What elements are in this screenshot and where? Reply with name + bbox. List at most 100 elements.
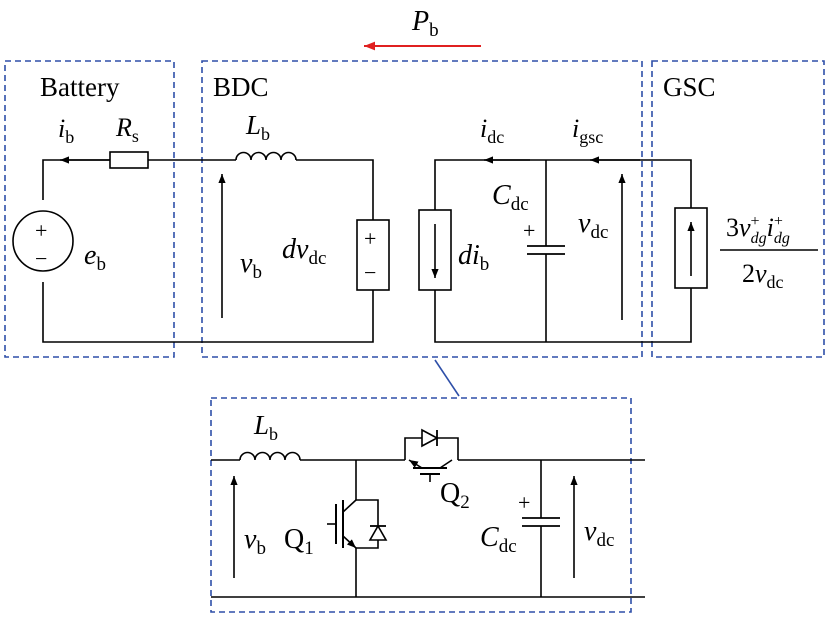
gsc-den-sub: dc (767, 272, 784, 292)
gsc-num-i-sub: dg (774, 230, 790, 247)
svg-text:Rs: Rs (115, 113, 139, 146)
battery-current-symbol: i (58, 114, 65, 143)
q1-diode-bypass (356, 499, 379, 549)
svg-text:ib: ib (58, 114, 74, 147)
svg-text:Pb: Pb (411, 6, 439, 41)
wire-lb-to-source (296, 159, 374, 220)
detail-inductor-symbol: L (253, 410, 269, 440)
battery-current-subscript: b (65, 127, 74, 147)
battery-source-plus: + (35, 218, 47, 243)
detail-converter (211, 437, 645, 598)
switch-q2 (408, 428, 453, 482)
svg-text:Q2: Q2 (440, 478, 470, 513)
gsc-power-expression: 3v+dgi+dg 2vdc (720, 213, 818, 292)
inductor-lb-symbol: L (245, 110, 261, 140)
svg-text:idc: idc (480, 114, 504, 147)
battery-source-minus: − (35, 246, 47, 271)
bdc-section-label: BDC (213, 72, 269, 102)
gsc-num-i-sup: + (774, 213, 783, 230)
battery-voltage-source (12, 210, 74, 272)
svg-text:Lb: Lb (245, 110, 270, 144)
gsc-den-coef: 2 (742, 259, 755, 288)
svg-text:vb: vb (240, 248, 262, 283)
igsc-subscript: gsc (579, 127, 603, 147)
inductor-lb (235, 151, 297, 161)
vdc-symbol: v (578, 208, 591, 239)
svg-text:vdc: vdc (584, 516, 614, 551)
controlled-source-subscript: dc (308, 248, 326, 269)
switch-q1 (327, 499, 388, 549)
controlled-voltage-source (356, 219, 390, 291)
detail-vdc-symbol: v (584, 516, 597, 547)
detail-vdc-subscript: dc (596, 530, 614, 551)
dc-link-loop (434, 156, 692, 343)
battery-section-label: Battery (40, 72, 120, 102)
capacitor-cdc-plus: + (523, 218, 535, 243)
power-flow-subscript: b (429, 20, 439, 41)
q2-diode-triangle (421, 428, 439, 448)
svg-text:Cdc: Cdc (480, 522, 517, 557)
svg-text:igsc: igsc (572, 114, 603, 147)
svg-text:3v+dgi+dg: 3v+dgi+dg (726, 213, 790, 247)
battery-section-box (4, 60, 175, 358)
detail-capacitor-plus: + (518, 490, 530, 515)
resistor-rs-subscript: s (132, 126, 139, 146)
gsc-num-v-sub: dg (751, 230, 767, 247)
svg-text:Lb: Lb (253, 410, 278, 444)
q1-subscript: 1 (304, 538, 314, 559)
wire-dclink-bottom (434, 288, 692, 343)
controlled-source-minus: − (364, 260, 376, 285)
idc-symbol: i (480, 114, 487, 143)
wire-battery-bottom (42, 282, 374, 343)
vb-subscript: b (252, 262, 262, 283)
capacitor-cdc-symbol: C (492, 180, 511, 211)
controlled-source-plus: + (364, 226, 376, 251)
q1-label: Q (284, 524, 304, 555)
current-source-prefix: d (458, 240, 473, 271)
q2-emitter-arrow (408, 459, 423, 469)
battery-loop (42, 156, 374, 343)
detail-inductor-subscript: b (269, 424, 278, 444)
detail-connector-line (434, 359, 460, 397)
gsc-num-v: v (739, 213, 751, 242)
controlled-source-symbol: v (296, 234, 309, 265)
detail-section-box (210, 397, 632, 613)
svg-text:eb: eb (84, 240, 106, 275)
detail-vb-subscript: b (256, 538, 266, 559)
q1-diode-triangle (368, 524, 388, 541)
gsc-section-box (651, 60, 825, 358)
gsc-num-i: i (767, 213, 774, 242)
q2-label: Q (440, 478, 460, 509)
bdc-section-box (201, 60, 643, 358)
svg-text:dib: dib (458, 240, 489, 275)
detail-capacitor-subscript: dc (499, 536, 517, 557)
q2-subscript: 2 (460, 492, 470, 513)
svg-text:vdc: vdc (578, 208, 608, 243)
resistor-rs-symbol: R (115, 113, 132, 142)
igsc-symbol: i (572, 114, 579, 143)
vdc-subscript: dc (590, 222, 608, 243)
wire-battery-top-left (42, 159, 110, 200)
q1-emitter-arrow (342, 535, 357, 549)
svg-text:dvdc: dvdc (282, 234, 326, 269)
power-flow-symbol: P (411, 6, 429, 37)
battery-emf-symbol: e (84, 240, 96, 271)
detail-inductor-lb (239, 451, 301, 461)
detail-vb-symbol: v (244, 524, 257, 555)
resistor-rs (109, 151, 149, 169)
battery-emf-subscript: b (96, 254, 106, 275)
gsc-den-v: v (755, 259, 767, 288)
capacitor-cdc-subscript: dc (511, 194, 529, 215)
current-source-subscript: b (480, 254, 490, 275)
controlled-source-prefix: d (282, 234, 297, 265)
gsc-num-v-sup: + (751, 213, 760, 230)
svg-text:Q1: Q1 (284, 524, 314, 559)
current-source-symbol: i (472, 240, 480, 271)
power-flow-indicator: Pb (364, 6, 481, 51)
gsc-num-coef: 3 (726, 213, 739, 242)
q1-collector (342, 499, 357, 513)
wire-dclink-top (434, 159, 692, 210)
inductor-lb-subscript: b (261, 124, 270, 144)
svg-text:vb: vb (244, 524, 266, 559)
